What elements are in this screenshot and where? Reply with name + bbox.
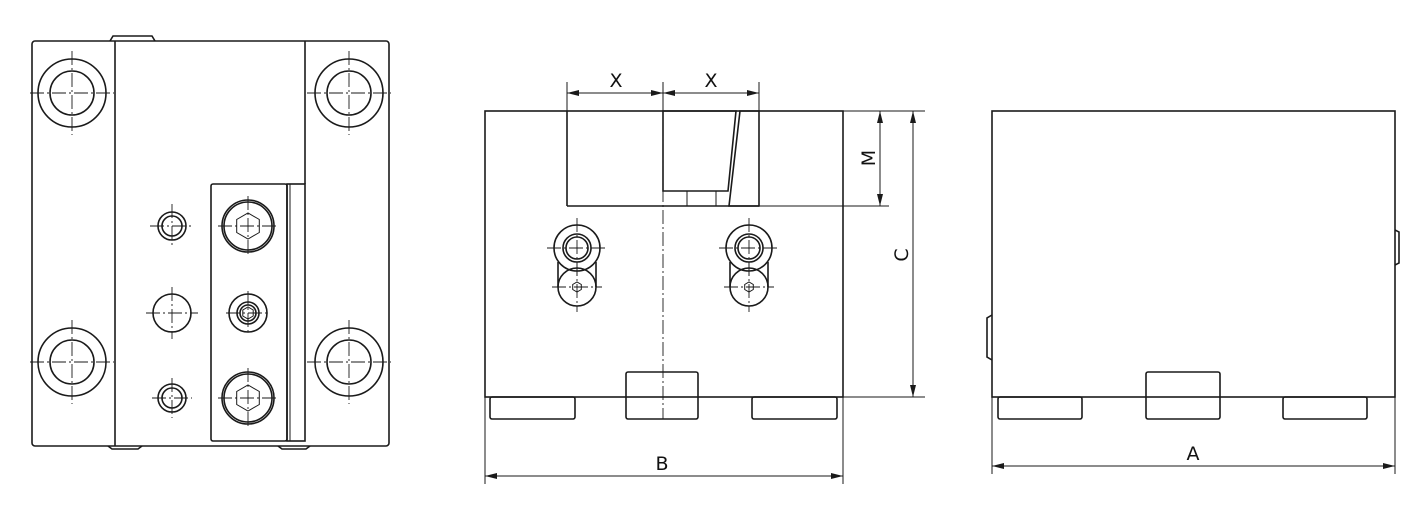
dimension-x-left: X <box>609 70 622 92</box>
pin-hole <box>152 378 192 418</box>
adjust-screw <box>719 218 779 312</box>
side-view <box>986 110 1400 420</box>
adjust-screw <box>547 218 607 312</box>
pin-hole <box>146 287 198 339</box>
dimension-a: A <box>1187 443 1200 465</box>
mounting-hole <box>307 51 391 135</box>
hex-screw <box>218 368 278 428</box>
mounting-hole <box>30 320 114 404</box>
pin-hole <box>150 204 194 248</box>
hex-screw <box>226 291 270 335</box>
dimensions: X X M C B A <box>484 70 1396 484</box>
mounting-hole <box>30 51 114 135</box>
hex-screw <box>218 196 278 256</box>
dimension-b: B <box>655 453 668 475</box>
front-view <box>484 100 844 420</box>
dimension-c: C <box>891 248 913 261</box>
dimension-x-right: X <box>704 70 717 92</box>
dimension-m: M <box>858 150 880 166</box>
top-view <box>30 35 391 450</box>
mounting-hole <box>307 320 391 404</box>
